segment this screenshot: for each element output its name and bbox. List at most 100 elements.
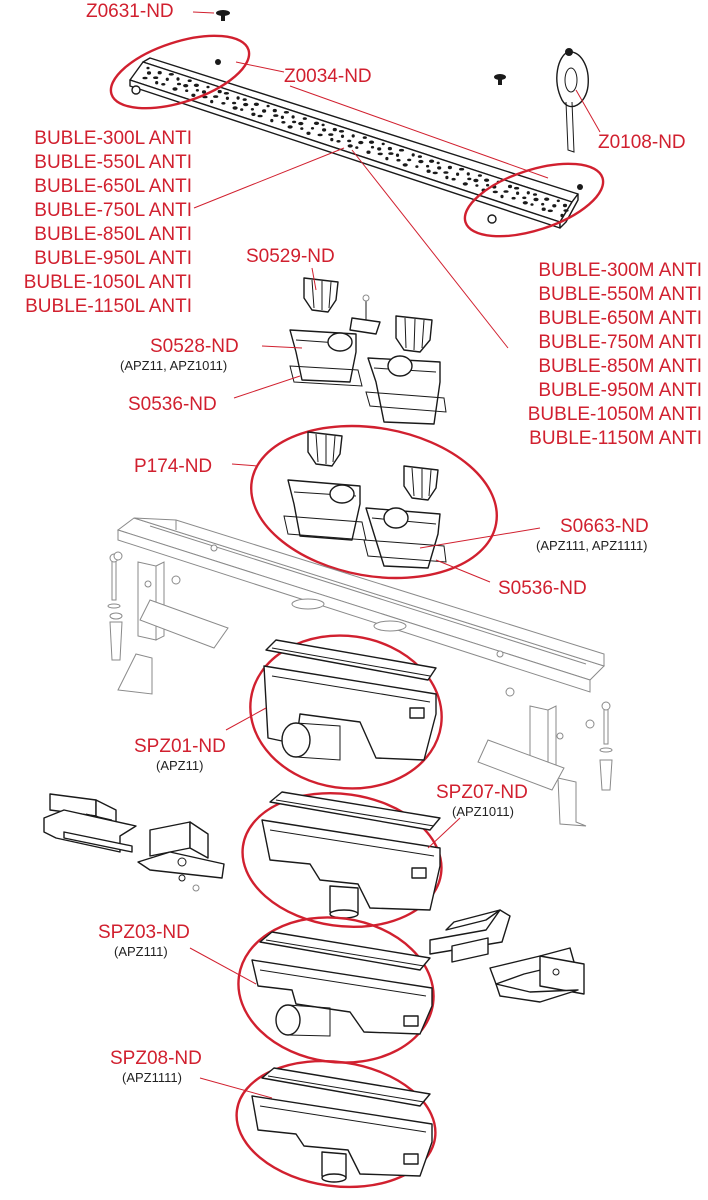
label-spz08-sub: (APZ1111) bbox=[122, 1070, 182, 1085]
label-buble-m: BUBLE-550M ANTI bbox=[538, 284, 702, 305]
grate-hole bbox=[250, 108, 254, 111]
grate-hole bbox=[142, 76, 148, 80]
screw-icon bbox=[216, 10, 230, 21]
label-buble-m: BUBLE-650M ANTI bbox=[538, 308, 702, 329]
grate-hole bbox=[522, 196, 527, 200]
grate-hole bbox=[306, 131, 311, 135]
drain-channel-frame bbox=[116, 517, 605, 827]
screw-icon bbox=[494, 74, 506, 85]
grate-hole bbox=[183, 84, 189, 88]
grate-hole bbox=[292, 120, 297, 124]
grate-hole bbox=[273, 114, 279, 117]
grate-hole bbox=[210, 99, 214, 104]
grate-hole bbox=[313, 121, 320, 126]
grate-hole bbox=[330, 137, 334, 142]
grate-hole bbox=[217, 89, 222, 94]
grate-hole bbox=[291, 115, 295, 119]
label-z0108: Z0108-ND bbox=[598, 132, 686, 153]
grate-hole bbox=[251, 112, 256, 117]
grate-hole bbox=[355, 146, 359, 149]
grate-hole bbox=[432, 171, 438, 175]
grate-hole bbox=[221, 102, 226, 105]
label-buble-m: BUBLE-1050M ANTI bbox=[528, 404, 702, 425]
grate-hole bbox=[242, 98, 247, 101]
grate-hole bbox=[347, 144, 353, 148]
grate-hole bbox=[368, 140, 375, 144]
anchor-bolt-icon bbox=[107, 551, 123, 661]
grate-hole bbox=[547, 209, 553, 213]
grate-hole bbox=[191, 93, 196, 98]
label-z0631: Z0631-ND bbox=[86, 1, 174, 22]
grate-hole bbox=[155, 81, 159, 85]
label-spz07: SPZ07-ND bbox=[436, 782, 528, 803]
grate-hole bbox=[302, 117, 307, 120]
grate-hole bbox=[223, 92, 229, 95]
label-buble-l: BUBLE-950L ANTI bbox=[34, 248, 192, 269]
grate-hole bbox=[560, 213, 564, 218]
grate-hole bbox=[317, 133, 323, 137]
grate-hole bbox=[283, 111, 289, 114]
grate-hole bbox=[456, 172, 460, 176]
grate-hole bbox=[484, 178, 490, 182]
grate-hole bbox=[358, 140, 364, 145]
grate-hole bbox=[426, 164, 430, 168]
grate-hole bbox=[544, 197, 550, 201]
grate-hole bbox=[447, 165, 452, 170]
ring-grate-right-end bbox=[463, 162, 605, 238]
grate-hole bbox=[492, 190, 498, 194]
grate-hole bbox=[514, 186, 520, 190]
grate-hole bbox=[466, 172, 470, 176]
label-buble-l: BUBLE-1150L ANTI bbox=[25, 296, 192, 317]
grate-hole bbox=[340, 134, 345, 138]
grate-hole bbox=[332, 127, 337, 132]
grate-hole bbox=[402, 163, 408, 167]
label-buble-l: BUBLE-300L ANTI bbox=[34, 128, 192, 149]
grate-hole bbox=[161, 83, 166, 86]
siphon-spz01 bbox=[249, 634, 443, 790]
label-buble-l: BUBLE-650L ANTI bbox=[34, 176, 192, 197]
label-buble-l: BUBLE-550L ANTI bbox=[34, 152, 192, 173]
grate-hole bbox=[206, 85, 210, 89]
lifting-key-icon bbox=[556, 48, 589, 153]
label-spz08: SPZ08-ND bbox=[110, 1048, 202, 1069]
grate-hole bbox=[532, 193, 538, 196]
grate-hole bbox=[562, 203, 568, 208]
grate-hole bbox=[193, 83, 199, 88]
label-s0529: S0529-ND bbox=[246, 246, 335, 267]
grate-hole bbox=[176, 82, 182, 86]
grate-hole bbox=[240, 108, 244, 111]
grate-hole bbox=[232, 101, 237, 105]
grate-hole bbox=[467, 177, 472, 181]
label-s0528-sub: (APZ11, APZ1011) bbox=[120, 358, 227, 373]
leader-lines bbox=[189, 11, 601, 1099]
label-s0536-bottom: S0536-ND bbox=[498, 578, 587, 599]
grate-hole bbox=[387, 146, 392, 151]
label-group-buble-l: BUBLE-300L ANTI BUBLE-550L ANTI BUBLE-65… bbox=[24, 128, 192, 317]
grate-hole bbox=[411, 153, 415, 157]
grate-hole bbox=[563, 209, 569, 212]
label-spz07-sub: (APZ1011) bbox=[452, 804, 514, 819]
label-s0663-sub: (APZ111, APZ1111) bbox=[536, 538, 648, 553]
label-buble-m: BUBLE-300M ANTI bbox=[538, 260, 702, 281]
label-buble-m: BUBLE-1150M ANTI bbox=[529, 428, 702, 449]
label-spz01: SPZ01-ND bbox=[134, 736, 226, 757]
grate-hole bbox=[370, 145, 375, 149]
ring-grate-left-end bbox=[109, 34, 251, 110]
grate-hole bbox=[351, 134, 355, 138]
anchor-bolt-icon bbox=[585, 701, 613, 791]
grate-hole bbox=[213, 95, 219, 98]
grate-hole bbox=[426, 169, 431, 173]
grate-hole bbox=[157, 71, 162, 75]
grate-hole bbox=[272, 108, 277, 113]
grate-hole bbox=[328, 133, 334, 136]
grate-hole bbox=[195, 89, 199, 92]
mounting-foot-left-2 bbox=[137, 821, 225, 882]
grate-hole bbox=[257, 114, 263, 118]
label-group-buble-m: BUBLE-300M ANTI BUBLE-550M ANTI BUBLE-65… bbox=[528, 260, 702, 449]
grate-hole bbox=[146, 66, 150, 70]
label-buble-m: BUBLE-850M ANTI bbox=[538, 356, 702, 377]
p174-seal-ring bbox=[250, 424, 498, 580]
grate-hole bbox=[395, 153, 400, 157]
grate-hole bbox=[398, 148, 405, 152]
